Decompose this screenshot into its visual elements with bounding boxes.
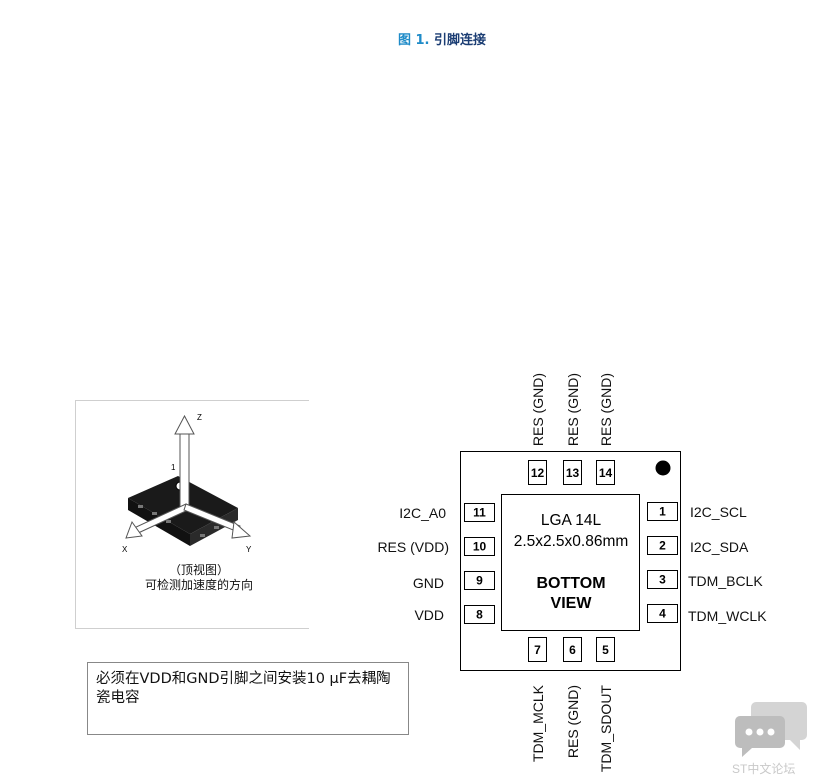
package-dimensions: 2.5x2.5x0.86mm (514, 533, 629, 550)
signal-label-5: TDM_SDOUT (598, 685, 614, 773)
watermark-label: ST中文论坛 (732, 762, 796, 776)
pad-4: 4 (647, 604, 678, 623)
svg-text:10: 10 (473, 540, 487, 554)
svg-text:11: 11 (473, 506, 486, 520)
axis-y-label: Y (246, 545, 252, 554)
package-center-pad (501, 494, 640, 631)
pad-1: 1 (647, 502, 678, 521)
pad-3: 3 (647, 570, 678, 589)
signal-label-14: RES (GND) (598, 373, 614, 447)
pad-14: 14 (596, 460, 615, 485)
y-axis-arrow (183, 503, 252, 539)
x-axis-arrow (125, 503, 189, 539)
view-label-1: BOTTOM (536, 575, 605, 592)
pad-12: 12 (528, 460, 547, 485)
pad-5: 5 (596, 637, 615, 662)
note-box: 必须在VDD和GND引脚之间安装10 μF去耦陶瓷电容 (87, 662, 409, 735)
package-name: LGA 14L (541, 512, 602, 529)
chip-pads (138, 505, 219, 537)
signal-label-2: I2C_SDA (690, 539, 749, 555)
pad-7: 7 (528, 637, 547, 662)
pin1-label: 1 (171, 463, 176, 472)
view-label-2: VIEW (551, 595, 593, 612)
pad-6: 6 (563, 637, 582, 662)
pad-13: 13 (563, 460, 582, 485)
svg-text:14: 14 (599, 466, 613, 480)
package-outline: 12 13 14 7 6 5 11 10 9 8 1 2 3 4 LGA 14L… (460, 451, 681, 671)
orientation-diagram: Z 1 X Y (122, 413, 252, 554)
svg-text:1: 1 (659, 505, 666, 519)
svg-text:8: 8 (476, 608, 483, 622)
orientation-caption-1: （顶视图） (168, 563, 229, 577)
pad-10: 10 (464, 537, 495, 556)
signal-label-3: TDM_BCLK (688, 573, 763, 589)
axis-x-label: X (122, 545, 128, 554)
svg-text:2: 2 (659, 539, 666, 553)
signal-label-12: RES (GND) (530, 373, 546, 447)
svg-text:13: 13 (566, 466, 580, 480)
axis-z-label: Z (197, 413, 202, 422)
pad-8: 8 (464, 605, 495, 624)
figure-title-text: 引脚连接 (434, 33, 487, 48)
svg-text:12: 12 (531, 466, 545, 480)
svg-text:9: 9 (476, 574, 483, 588)
package-body (460, 451, 681, 671)
note-text: 必须在VDD和GND引脚之间安装10 μF去耦陶瓷电容 (96, 671, 391, 706)
figure-title: 图 1. 引脚连接 (0, 29, 814, 48)
pad-11: 11 (464, 503, 495, 522)
signal-label-1: I2C_SCL (690, 504, 747, 520)
pin1-indicator-dot (655, 460, 671, 476)
orientation-panel (75, 400, 309, 629)
signal-label-8: VDD (414, 607, 444, 623)
signal-label-9: GND (412, 575, 444, 591)
signal-label-13: RES (GND) (565, 373, 581, 447)
figure-number: 图 1. (397, 33, 430, 48)
svg-text:3: 3 (659, 573, 666, 587)
signal-label-10: RES (VDD) (377, 539, 449, 555)
orientation-caption-2: 可检测加速度的方向 (144, 578, 253, 592)
chat-bubbles-icon (735, 702, 807, 757)
svg-text:6: 6 (569, 643, 576, 657)
svg-text:7: 7 (534, 643, 541, 657)
signal-label-6: RES (GND) (565, 685, 581, 759)
signal-label-11: I2C_A0 (399, 505, 446, 521)
svg-text:5: 5 (602, 643, 609, 657)
signal-label-4: TDM_WCLK (688, 608, 767, 624)
signal-label-7: TDM_MCLK (530, 685, 546, 763)
pad-9: 9 (464, 571, 495, 590)
svg-text:4: 4 (659, 607, 666, 621)
pad-2: 2 (647, 536, 678, 555)
